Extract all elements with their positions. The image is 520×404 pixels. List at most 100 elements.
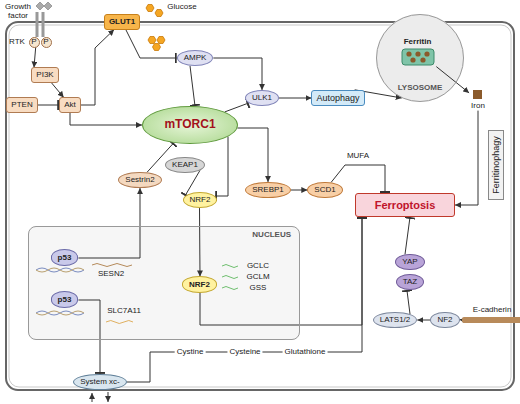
receptor <box>42 12 45 37</box>
protein-oval: SREBP1 <box>245 182 291 198</box>
transporter-box: GLUT1 <box>104 14 140 29</box>
glucose-molecule <box>148 37 156 44</box>
protein-oval: Sestrin2 <box>118 172 161 188</box>
node-label: LYSOSOME <box>398 83 443 92</box>
nucleus: NUCLEUSp53NRF2p53 <box>28 226 300 340</box>
dna <box>36 311 84 315</box>
activation-connector <box>51 83 63 98</box>
node-label: Sestrin2 <box>125 175 154 184</box>
inhibition-connector <box>126 30 177 58</box>
node-label: NUCLEUS <box>252 230 291 239</box>
protein-oval: p53 <box>51 249 79 265</box>
node-label: AMPK <box>184 53 207 62</box>
membrane-bar <box>462 317 520 323</box>
node-label: NF2 <box>437 315 452 324</box>
activation-connector <box>279 98 312 99</box>
mrna <box>222 265 238 268</box>
inhibition-connector <box>225 103 249 112</box>
text-label: Glucose <box>167 2 196 11</box>
node-label: P <box>31 37 36 46</box>
glucose-molecule <box>153 44 161 51</box>
nucleus-fill <box>28 226 300 340</box>
kinase-box: Akt <box>59 97 81 112</box>
activation-connector <box>213 58 262 90</box>
node-label: PI3K <box>36 70 53 79</box>
node-label: GLUT1 <box>109 17 135 26</box>
node-label: System xc- <box>80 377 120 386</box>
node-label: Iron <box>471 101 485 110</box>
text-label: GSS <box>250 283 267 292</box>
activation-connector <box>291 190 308 191</box>
inhibition-connector <box>190 66 195 106</box>
node-label: SREBP1 <box>252 185 284 194</box>
protein-oval: NF2 <box>430 312 459 328</box>
activation-connector <box>34 47 36 67</box>
protein-oval: KEAP1 <box>165 157 205 173</box>
node-label: YAP <box>402 257 417 266</box>
node-label: NRF2 <box>189 280 210 289</box>
process-box: Autophagy <box>311 90 364 106</box>
protein-oval: SCD1 <box>307 182 342 198</box>
lysosome: LYSOSOME Ferritin <box>376 14 464 102</box>
inhibition-connector <box>200 217 362 325</box>
mrna <box>106 321 133 324</box>
process-label-box: Ferritinophagy <box>488 130 504 200</box>
inhibition-connector <box>215 137 228 196</box>
protein-oval: YAP <box>395 254 424 270</box>
text-label: SESN2 <box>98 269 124 278</box>
kinase-box: PI3K <box>31 67 58 82</box>
text-label: Glutathione <box>283 347 328 356</box>
activation-connector <box>81 30 114 105</box>
growth-factor <box>44 2 52 10</box>
node-label: Ferroptosis <box>375 199 436 212</box>
inhibition-connector <box>38 105 60 106</box>
outcome-box: Ferroptosis <box>355 193 455 217</box>
inhibition-connector <box>127 217 362 382</box>
receptor <box>36 12 39 37</box>
node-label: mTORC1 <box>164 118 215 132</box>
text-label: Cystine <box>175 347 206 356</box>
node-label: LATS1/2 <box>380 315 411 324</box>
phospho-circle: P <box>41 37 52 48</box>
node-label: Ferritin <box>404 37 432 46</box>
node-label: p53 <box>58 253 72 262</box>
text-label: GCLM <box>246 272 269 281</box>
node-label: P <box>43 37 48 46</box>
node-label: NRF2 <box>190 195 211 204</box>
text-label: Growth factor <box>2 2 34 20</box>
glucose-molecule <box>155 10 163 17</box>
node-label: ULK1 <box>252 93 272 102</box>
inhibition-connector <box>407 290 410 314</box>
text-label: SLC7A11 <box>107 306 141 315</box>
text-label: GCLC <box>247 261 269 270</box>
dna <box>36 311 84 315</box>
node-label: PTEN <box>11 100 32 109</box>
activation-connector <box>417 320 430 321</box>
glucose-molecule <box>146 5 154 12</box>
node-label: p53 <box>58 295 72 304</box>
iron: Iron <box>469 89 487 110</box>
ferritin: Ferritin <box>399 36 437 66</box>
text-label: Cysteine <box>227 347 262 356</box>
protein-oval: NRF2 <box>182 276 217 292</box>
dna <box>36 268 84 272</box>
node-label: Autophagy <box>316 93 359 103</box>
activation-connector <box>78 188 140 258</box>
node-label: TAZ <box>403 277 418 286</box>
node-label: SCD1 <box>314 185 335 194</box>
transport-arrow <box>92 393 93 402</box>
growth-factor <box>36 2 44 10</box>
text-label: MUFA <box>347 151 369 160</box>
ferritin-cage <box>401 48 435 66</box>
activation-connector <box>237 128 268 182</box>
complex-oval: mTORC1 <box>142 106 238 144</box>
activation-connector <box>455 111 478 205</box>
adhesion-molecule: E-cadherin <box>462 305 520 322</box>
protein-oval: p53 <box>51 291 79 307</box>
mrna <box>222 287 238 290</box>
phospho-circle: P <box>29 37 40 48</box>
activation-connector <box>199 208 201 276</box>
node-label: Akt <box>64 100 76 109</box>
node-label: Ferritinophagy <box>491 136 501 194</box>
glucose-molecule <box>157 37 165 44</box>
